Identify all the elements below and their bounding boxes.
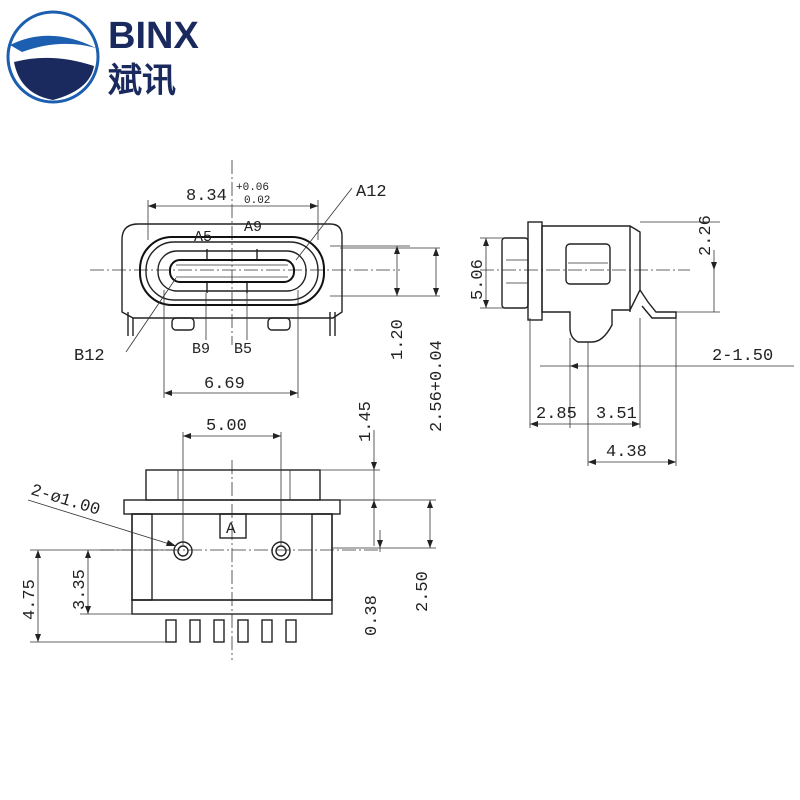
dim-1-20-arrow-top	[394, 246, 400, 254]
a12-leader	[295, 187, 353, 261]
brand-logo: BINX 斌讯	[6, 10, 199, 104]
dim-4-38-arrow-left	[588, 459, 596, 465]
side-flange	[527, 221, 543, 321]
side-dim-b: 3.51	[596, 405, 637, 424]
polarity-mark: A	[226, 520, 236, 538]
port-outer-ring	[139, 236, 325, 306]
b12-leader	[125, 277, 177, 353]
pin	[237, 619, 249, 643]
side-height-label: 5.06	[469, 259, 488, 300]
pin	[189, 619, 201, 643]
port-inner-ring	[157, 250, 307, 292]
dim-5-00-arrow-right	[273, 433, 281, 439]
side-dim-c: 4.38	[606, 443, 647, 462]
dim-1-45-arrow-bottom	[371, 500, 377, 508]
port-mid-ring	[145, 241, 319, 301]
label-a9: A9	[244, 219, 262, 236]
brand-name-cn: 斌讯	[108, 61, 176, 101]
side-front-plug	[501, 237, 529, 309]
label-a12: A12	[356, 183, 387, 202]
pin	[285, 619, 297, 643]
bottom-view: A 5.00 2-ø1.00 1.45	[21, 401, 436, 660]
pin	[165, 619, 177, 643]
hole-leader-arrow	[166, 540, 176, 546]
side-body-outline	[541, 225, 641, 343]
dim-6-69-arrow-left	[164, 390, 172, 396]
left-foot	[171, 317, 195, 331]
label-b12: B12	[74, 347, 105, 366]
bottom-d2-label: 4.75	[21, 579, 40, 620]
dim-4-75-arrow-top	[35, 550, 41, 558]
front-view: 8.34 +0.06 0.02 A12 A5 A9 B12 B9 B5 6.69…	[74, 160, 447, 432]
dim-2-26-arrow	[711, 262, 717, 270]
dim-1-20-arrow-bottom	[394, 288, 400, 296]
brand-name: BINX	[108, 15, 199, 57]
hole-spec-label: 2-ø1.00	[28, 482, 102, 521]
side-dim-a: 2.85	[536, 405, 577, 424]
dim-5-00-arrow-left	[183, 433, 191, 439]
bottom-d1-label: 1.45	[357, 401, 376, 442]
bottom-top-block	[145, 469, 321, 501]
right-foot	[267, 317, 291, 331]
logo-upper-wave	[10, 35, 96, 52]
connector-tongue	[169, 259, 295, 283]
dim-3-35-arrow-top	[85, 550, 91, 558]
side-top-label: 2.26	[697, 215, 716, 256]
label-a5: A5	[194, 229, 212, 246]
label-b9: B9	[192, 341, 210, 358]
pin	[261, 619, 273, 643]
dim-4-75-arrow-bottom	[35, 634, 41, 642]
bottom-base	[131, 599, 333, 615]
dim-3-35-arrow-bottom	[85, 606, 91, 614]
logo-swoosh	[17, 51, 93, 64]
bottom-d5-label: 2.50	[414, 571, 433, 612]
dim-6-69-arrow-right	[290, 390, 298, 396]
side-pitch-label: 2-1.50	[712, 347, 773, 366]
bottom-left-post	[131, 513, 153, 601]
dim-width-tol-lower: 0.02	[244, 195, 270, 207]
side-view: 5.06 2.26 2-1.50 2.85 3.51 4.38	[469, 215, 794, 466]
dim-2-56-arrow-top	[433, 248, 439, 256]
dim-2-50-arrow-top	[427, 500, 433, 508]
polarity-mark-box	[219, 513, 247, 539]
housing-outline	[121, 223, 343, 319]
dim-8-34-arrow-left	[148, 203, 156, 209]
hole-spacing-label: 5.00	[206, 417, 247, 436]
dim-5-06-arrow-bottom	[483, 300, 489, 308]
dim-2-85-arrow-left	[530, 421, 538, 427]
dim-8-34-arrow-right	[310, 203, 318, 209]
pin-row	[165, 619, 297, 643]
dim-height-1: 1.20	[389, 319, 408, 360]
right-hole-inner	[275, 545, 287, 557]
left-hole-inner	[177, 545, 189, 557]
label-b5: B5	[234, 341, 252, 358]
dim-2-56-arrow-bottom	[433, 288, 439, 296]
dim-4-38-arrow-right	[668, 459, 676, 465]
dim-width-tol-upper: +0.06	[236, 182, 269, 194]
dim-2-85-arrow-right	[632, 421, 640, 427]
dim-0-38-arrow	[377, 540, 383, 548]
side-rear-pin	[639, 289, 677, 319]
dim-5-06-arrow-top	[483, 238, 489, 246]
bottom-d3-label: 3.35	[71, 569, 90, 610]
dim-height-2: 2.56+0.04	[428, 340, 447, 432]
bottom-right-post	[311, 513, 333, 601]
side-window	[565, 243, 611, 285]
dim-pitch-arrow	[570, 363, 578, 369]
pin	[213, 619, 225, 643]
dim-width-label: 8.34	[186, 187, 227, 206]
hole-leader	[27, 499, 177, 547]
dim-2-50-arrow-bottom	[427, 540, 433, 548]
logo-lower-wave	[14, 57, 94, 100]
dim-inner-width-label: 6.69	[204, 375, 245, 394]
dim-1-45-arrow-top	[371, 462, 377, 470]
bottom-d4-label: 0.38	[363, 595, 382, 636]
